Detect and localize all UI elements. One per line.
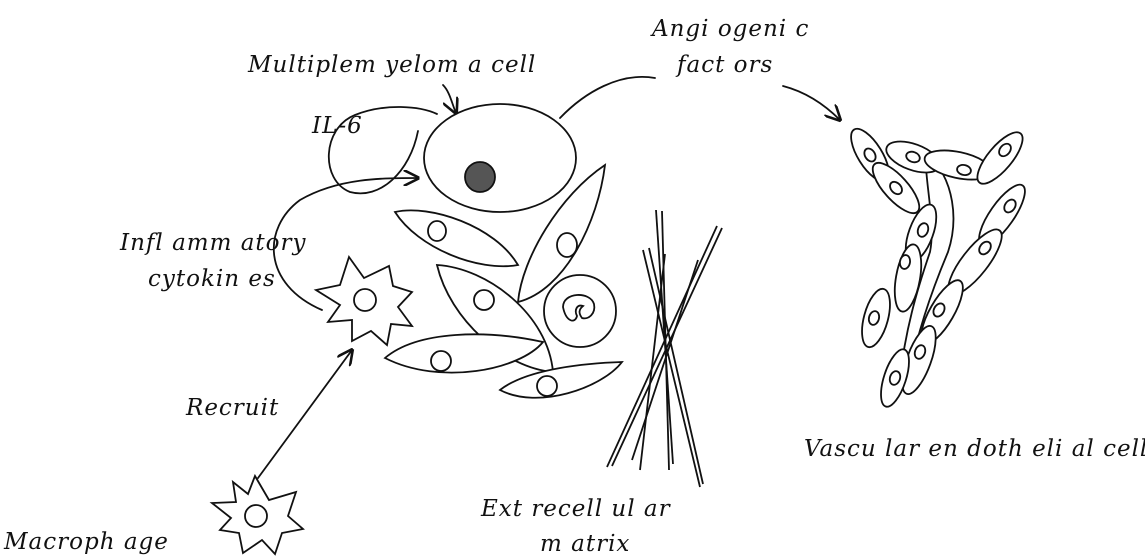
stromal-cell-4 bbox=[385, 334, 543, 372]
recruit-label: Recruit bbox=[185, 395, 279, 421]
il6-autocrine-loop bbox=[329, 107, 437, 193]
angiogenic-factors-label-line1: Angi ogeni c bbox=[650, 16, 809, 42]
il6-arrow-head bbox=[443, 85, 456, 113]
macrophage-in-niche bbox=[316, 257, 412, 345]
inflammatory-cytokines-label-line2: cytokin es bbox=[148, 266, 276, 292]
myeloma-nucleus bbox=[465, 162, 495, 192]
macrophage-recruited bbox=[212, 476, 303, 554]
vascular-endothelial-cell-label: Vascu lar en doth eli al cell bbox=[804, 436, 1145, 462]
extracellular-matrix-label-line1: Ext recell ul ar bbox=[480, 496, 672, 522]
macrophage-label: Macroph age bbox=[3, 529, 169, 555]
extracellular-matrix-fibers bbox=[607, 210, 722, 487]
inflammatory-cytokines-label-line1: Infl amm atory bbox=[119, 230, 307, 256]
angiogenic-factors-label-line2: fact ors bbox=[675, 52, 773, 78]
monocyte-cell bbox=[544, 275, 616, 347]
endothelial-cell bbox=[857, 286, 896, 350]
blood-vessel bbox=[844, 123, 1033, 410]
il6-label: IL-6 bbox=[311, 113, 363, 139]
myeloma-cell bbox=[424, 104, 576, 212]
myeloma-cell-label: Multiplem yelom a cell bbox=[247, 52, 536, 78]
angiogenic-factors-line bbox=[560, 77, 655, 118]
extracellular-matrix-label-line2: m atrix bbox=[540, 531, 630, 557]
stromal-cell-5 bbox=[500, 362, 622, 398]
angiogenic-to-vessel-arrow bbox=[783, 86, 840, 120]
stromal-cell-1 bbox=[395, 210, 518, 266]
